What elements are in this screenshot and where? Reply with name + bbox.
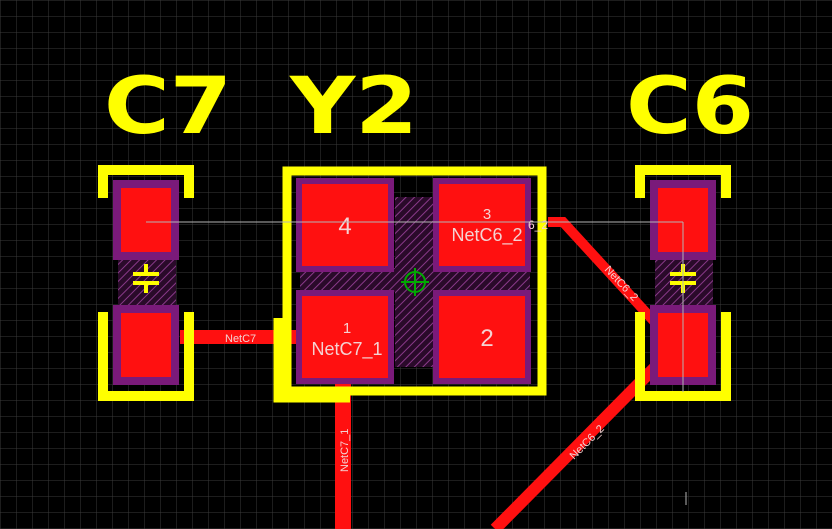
trace-label-netc7: NetC7 — [225, 333, 256, 345]
y2-pad3-overlap-text: 6_2 — [528, 218, 548, 232]
c7-silkscreen-outline — [98, 165, 194, 401]
y2-silkscreen-outline — [282, 166, 547, 396]
y2-pin1-marker — [273, 318, 350, 403]
y2-pad1[interactable] — [302, 296, 388, 378]
y2-pad3-number: 3 — [483, 206, 491, 223]
ratsnest-layer — [146, 221, 687, 505]
y2-pad3-net: NetC6_2 — [451, 225, 522, 246]
c7-pad-top[interactable] — [121, 188, 171, 252]
y2-pad3[interactable] — [439, 184, 525, 266]
y2-designator: Y2 — [289, 62, 418, 152]
component-c7[interactable]: C7 — [98, 62, 232, 401]
c6-designator: C6 — [626, 62, 754, 152]
component-y2[interactable]: 4 3 NetC6_2 6_2 1 NetC7_1 2 Y2 — [273, 62, 548, 403]
y2-pad1-number: 1 — [343, 320, 351, 337]
trace-label-netc7-1: NetC7_1 — [339, 429, 351, 472]
y2-pad4-number: 4 — [338, 213, 351, 240]
y2-pad4[interactable] — [302, 184, 388, 266]
c6-silkscreen-outline — [635, 165, 731, 401]
y2-pad1-net: NetC7_1 — [311, 339, 382, 360]
crosshair-origin-icon — [401, 268, 429, 296]
c7-designator: C7 — [104, 62, 232, 152]
capacitor-polarity-icon — [133, 264, 159, 293]
c7-pad-bottom[interactable] — [121, 313, 171, 377]
y2-pad2[interactable] — [439, 296, 525, 378]
y2-pad2-number: 2 — [480, 325, 493, 352]
